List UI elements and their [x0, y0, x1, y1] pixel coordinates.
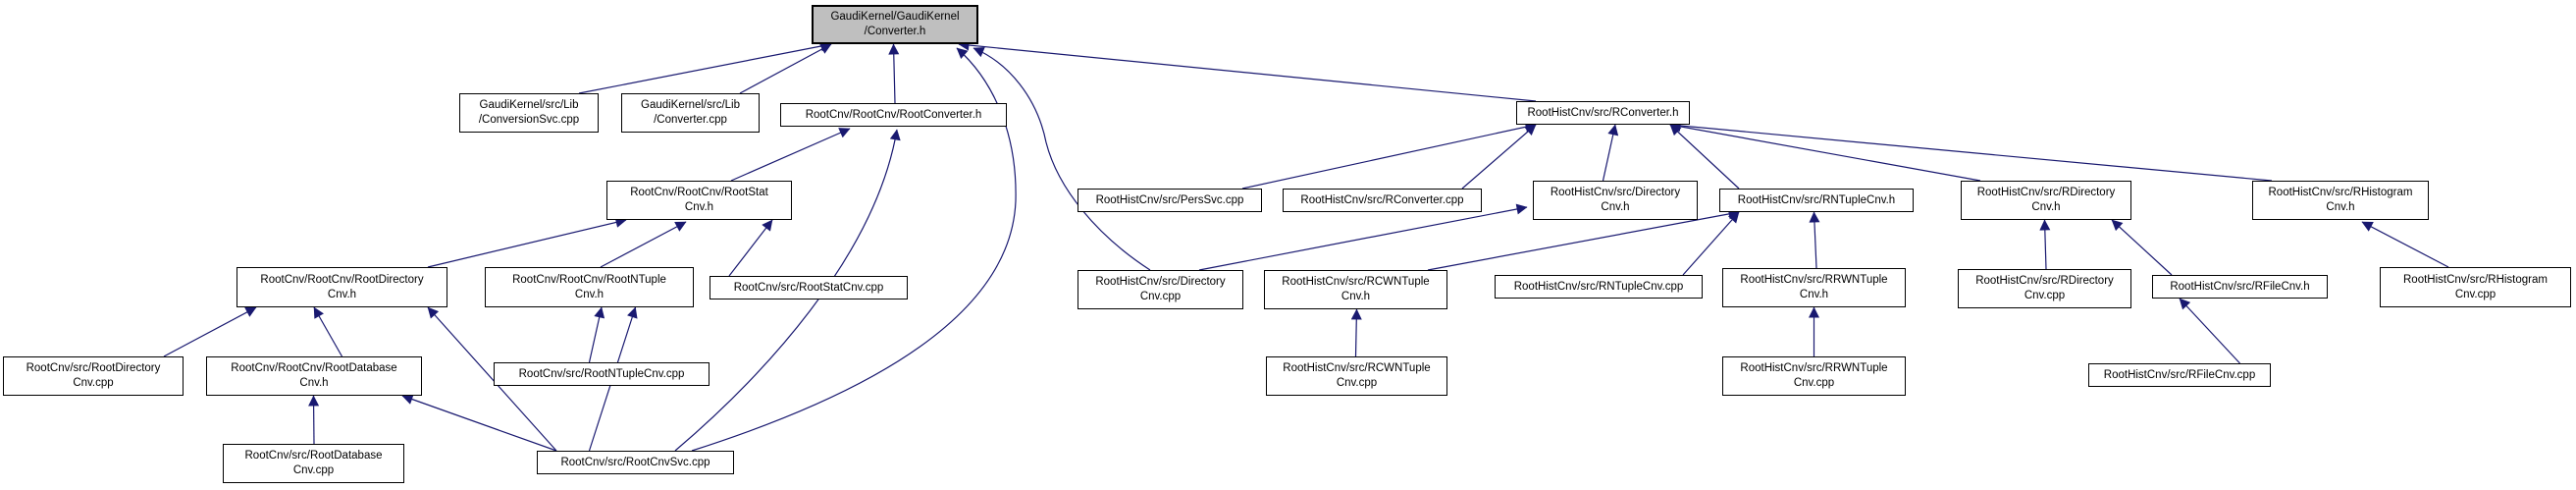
graph-node-rootntuplecnv_cpp[interactable]: RootCnv/src/RootNTupleCnv.cpp [494, 362, 710, 386]
edge-rootcnvsvc_cpp-to-rootdirectorycnv_h [427, 306, 557, 452]
edge-rntuplecnv_cpp-to-rntuplecnv_h [1682, 211, 1740, 276]
edge-rfilecnv_cpp-to-rfilecnv_h [2179, 298, 2240, 364]
edge-rootcnvsvc_cpp-to-rootconverter_h [674, 129, 901, 452]
graph-node-rntuplecnv_cpp[interactable]: RootHistCnv/src/RNTupleCnv.cpp [1495, 275, 1703, 299]
graph-node-rfilecnv_h[interactable]: RootHistCnv/src/RFileCnv.h [2152, 275, 2328, 299]
graph-node-conversionsvc_cpp[interactable]: GaudiKernel/src/Lib/ConversionSvc.cpp [459, 93, 599, 133]
edge-directorycnv_cpp-to-converter_h [973, 46, 1151, 271]
graph-node-perssvc_cpp[interactable]: RootHistCnv/src/PersSvc.cpp [1078, 189, 1262, 212]
edge-rdirectorycnv_h-to-rconverter_h [1669, 121, 1981, 182]
edge-rootdirectorycnv_h-to-rootstatcnv_h [427, 217, 627, 268]
graph-node-converter_cpp[interactable]: GaudiKernel/src/Lib/Converter.cpp [621, 93, 760, 133]
edge-rcwntuplecnv_h-to-rntuplecnv_h [1427, 208, 1740, 271]
edge-rootstatcnv_h-to-rootconverter_h [730, 128, 851, 182]
edge-rootntuplecnv_cpp-to-rootntuplecnv_h [588, 306, 605, 363]
edge-conversionsvc_cpp-to-converter_h [578, 40, 832, 94]
graph-node-rootconverter_h[interactable]: RootCnv/RootCnv/RootConverter.h [780, 103, 1007, 127]
edge-rntuplecnv_h-to-rconverter_h [1669, 124, 1740, 190]
edge-perssvc_cpp-to-rconverter_h [1241, 121, 1537, 190]
edge-rconverter_h-to-converter_h [958, 39, 1537, 102]
edge-rfilecnv_h-to-rdirectorycnv_h [2111, 219, 2173, 276]
edge-rcwntuplecnv_cpp-to-rcwntuplecnv_h [1350, 308, 1362, 357]
graph-node-rntuplecnv_h[interactable]: RootHistCnv/src/RNTupleCnv.h [1719, 189, 1914, 212]
edge-rhistogramcnv_cpp-to-rhistogramcnv_h [2361, 221, 2449, 268]
edge-rootstatcnv_cpp-to-rootstatcnv_h [728, 219, 773, 277]
edge-rootdatabasecnv_h-to-rootdirectorycnv_h [313, 306, 343, 357]
edge-rootdirectorycnv_cpp-to-rootdirectorycnv_h [163, 306, 257, 357]
graph-node-rootstatcnv_cpp[interactable]: RootCnv/src/RootStatCnv.cpp [710, 276, 908, 299]
edge-rhistogramcnv_h-to-rconverter_h [1669, 120, 2273, 182]
graph-node-rfilecnv_cpp[interactable]: RootHistCnv/src/RFileCnv.cpp [2088, 363, 2271, 387]
edge-rconverter_cpp-to-rconverter_h [1461, 124, 1537, 190]
edge-rdirectorycnv_cpp-to-rdirectorycnv_h [2039, 219, 2051, 270]
edge-rootconverter_h-to-converter_h [888, 43, 900, 104]
edge-rootcnvsvc_cpp-to-converter_h [691, 47, 1017, 452]
edge-rootcnvsvc_cpp-to-rootdatabasecnv_h [401, 394, 557, 452]
edge-converter_cpp-to-converter_h [739, 43, 832, 94]
graph-node-rootcnvsvc_cpp[interactable]: RootCnv/src/RootCnvSvc.cpp [537, 451, 734, 474]
edge-directorycnv_h-to-rconverter_h [1602, 124, 1619, 182]
edge-rootntuplecnv_h-to-rootstatcnv_h [600, 221, 687, 268]
edge-rrwntuplecnv_h-to-rntuplecnv_h [1809, 211, 1820, 269]
graph-node-rconverter_cpp[interactable]: RootHistCnv/src/RConverter.cpp [1283, 189, 1482, 212]
graph-node-converter_h: GaudiKernel/GaudiKernel/Converter.h [812, 5, 978, 44]
edge-directorycnv_cpp-to-directorycnv_h [1198, 203, 1528, 271]
edge-rootdatabasecnv_cpp-to-rootdatabasecnv_h [308, 395, 320, 445]
graph-node-rconverter_h[interactable]: RootHistCnv/src/RConverter.h [1516, 101, 1690, 125]
